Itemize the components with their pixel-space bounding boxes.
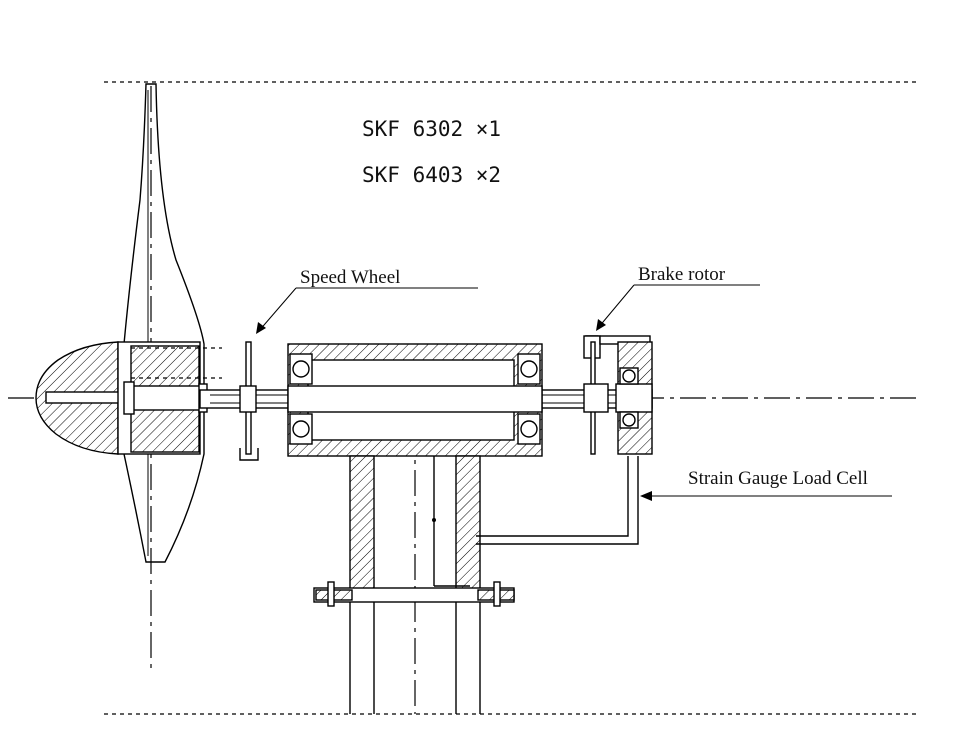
tower [349, 455, 481, 714]
brake-rotor [583, 335, 609, 455]
speed-wheel [239, 341, 259, 461]
bearing-left-bottom [289, 413, 313, 445]
mounting-flange [313, 581, 515, 607]
callout-speed-wheel: Speed Wheel [256, 267, 478, 334]
bearing-right-bottom [517, 413, 541, 445]
load-cell-housing [599, 335, 653, 455]
label-load-cell: Strain Gauge Load Cell [688, 468, 868, 489]
label-speed-wheel: Speed Wheel [300, 267, 400, 288]
bearing-spec-2: SKF 6403 ×2 [362, 163, 501, 187]
bearing-specs: SKF 6302 ×1 SKF 6403 ×2 [362, 117, 501, 187]
label-brake-rotor: Brake rotor [638, 264, 726, 285]
turbine-blade [123, 83, 205, 563]
bearing-housing [287, 343, 543, 457]
load-cell-arm [476, 456, 639, 545]
bearing-spec-1: SKF 6302 ×1 [362, 117, 501, 141]
hub [117, 341, 222, 455]
nose-cone [35, 341, 129, 455]
bearing-right-top [517, 353, 541, 385]
callout-brake-rotor: Brake rotor [596, 264, 760, 331]
callout-load-cell: Strain Gauge Load Cell [640, 468, 892, 501]
bearing-left-top [289, 353, 313, 385]
